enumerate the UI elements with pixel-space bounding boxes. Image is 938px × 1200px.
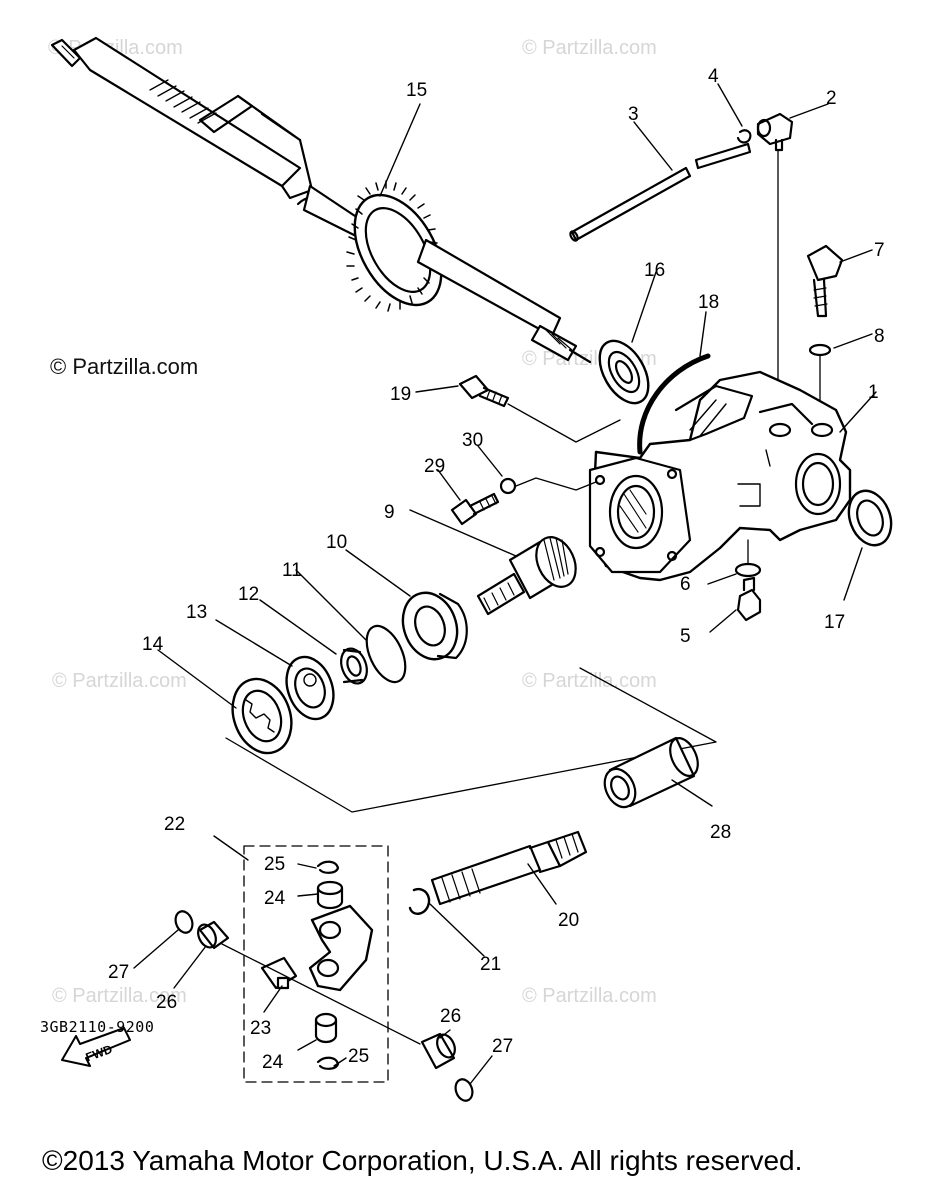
callout-9: 9 <box>384 502 395 523</box>
part-25-clip-bottom <box>316 1056 340 1070</box>
callout-1: 1 <box>868 382 879 403</box>
callout-27-left: 27 <box>108 962 129 983</box>
watermark-main: © Partzilla.com <box>50 354 199 379</box>
callout-5: 5 <box>680 626 691 647</box>
watermark: © Partzilla.com <box>52 985 187 1007</box>
callout-15: 15 <box>406 80 427 101</box>
part-2-breather-fitting <box>756 112 794 152</box>
part-24-cap-top <box>316 880 344 910</box>
part-22-u-joint-box <box>243 845 389 1083</box>
fwd-arrow-icon <box>61 1027 131 1067</box>
callout-25-top: 25 <box>264 854 285 875</box>
watermark: © Partzilla.com <box>522 985 657 1007</box>
callout-10: 10 <box>326 532 347 553</box>
yoke <box>308 904 374 992</box>
part-19-bolt <box>458 374 510 408</box>
part-7-fill-plug <box>806 244 844 318</box>
callout-7: 7 <box>874 240 885 261</box>
part-9-pinion-gear <box>476 536 577 616</box>
part-3-breather-hose <box>569 142 752 242</box>
watermark: © Partzilla.com <box>522 37 657 59</box>
part-15-axle-shaft <box>50 36 592 364</box>
callout-8: 8 <box>874 326 885 347</box>
callout-11: 11 <box>282 560 302 581</box>
callout-6: 6 <box>680 574 691 595</box>
callout-27-right: 27 <box>492 1036 513 1057</box>
callout-30: 30 <box>462 430 483 451</box>
part-30-washer <box>499 477 517 495</box>
part-28-coupling <box>603 736 699 809</box>
callout-3: 3 <box>628 104 639 125</box>
part-20-drive-shaft <box>430 830 588 906</box>
callout-25-bottom: 25 <box>348 1046 369 1067</box>
part-25-clip-top <box>316 860 340 874</box>
callout-24-bottom: 24 <box>262 1052 284 1073</box>
callout-26-right: 26 <box>440 1006 461 1027</box>
part-29-bolt <box>450 492 500 526</box>
callout-18: 18 <box>698 292 719 313</box>
part-18-gasket <box>637 353 711 455</box>
part-12-bearing <box>340 647 368 685</box>
callout-21: 21 <box>480 954 501 975</box>
part-13-bearing <box>285 655 335 721</box>
assembly-outline <box>225 667 717 813</box>
callout-24-top: 24 <box>264 888 286 909</box>
part-27-washer-left <box>174 910 194 934</box>
leader-lines <box>133 83 877 1085</box>
part-16-oil-seal <box>598 339 650 405</box>
part-21-circlip <box>408 887 431 915</box>
part-27-washer-right <box>454 1078 474 1102</box>
part-8-o-ring <box>808 343 832 357</box>
part-4-clip <box>736 129 752 144</box>
callout-12: 12 <box>238 584 259 605</box>
callout-4: 4 <box>708 66 719 87</box>
callout-28: 28 <box>710 822 731 843</box>
part-11-o-ring <box>365 624 407 684</box>
part-6-gasket <box>734 562 762 578</box>
callout-numbers: 1 2 3 4 5 6 7 8 9 10 11 12 13 14 15 16 1… <box>84 66 885 1073</box>
callout-29: 29 <box>424 456 445 477</box>
copyright-notice: ©2013 Yamaha Motor Corporation, U.S.A. A… <box>42 1145 803 1176</box>
callout-26-left: 26 <box>156 992 177 1013</box>
callout-17: 17 <box>824 612 845 633</box>
watermark: © Partzilla.com <box>52 670 187 692</box>
part-26-cap-right <box>420 1032 456 1070</box>
part-24-cap-bottom <box>314 1012 338 1044</box>
callout-23: 23 <box>250 1018 271 1039</box>
part-1-gear-case <box>588 370 852 582</box>
callout-16: 16 <box>644 260 665 281</box>
callout-20: 20 <box>558 910 579 931</box>
part-5-drain-bolt <box>736 576 762 622</box>
part-17-oil-seal <box>847 489 893 547</box>
callout-13: 13 <box>186 602 207 623</box>
callout-19: 19 <box>390 384 411 405</box>
callout-2: 2 <box>826 88 837 109</box>
part-10-bearing <box>401 591 468 661</box>
part-14-bearing-retainer <box>231 677 293 755</box>
watermark: © Partzilla.com <box>522 670 657 692</box>
part-26-cap-left <box>197 920 230 950</box>
diagram-code: 3GB2110-9200 <box>40 1018 155 1036</box>
callout-14: 14 <box>142 634 164 655</box>
callout-22: 22 <box>164 814 185 835</box>
